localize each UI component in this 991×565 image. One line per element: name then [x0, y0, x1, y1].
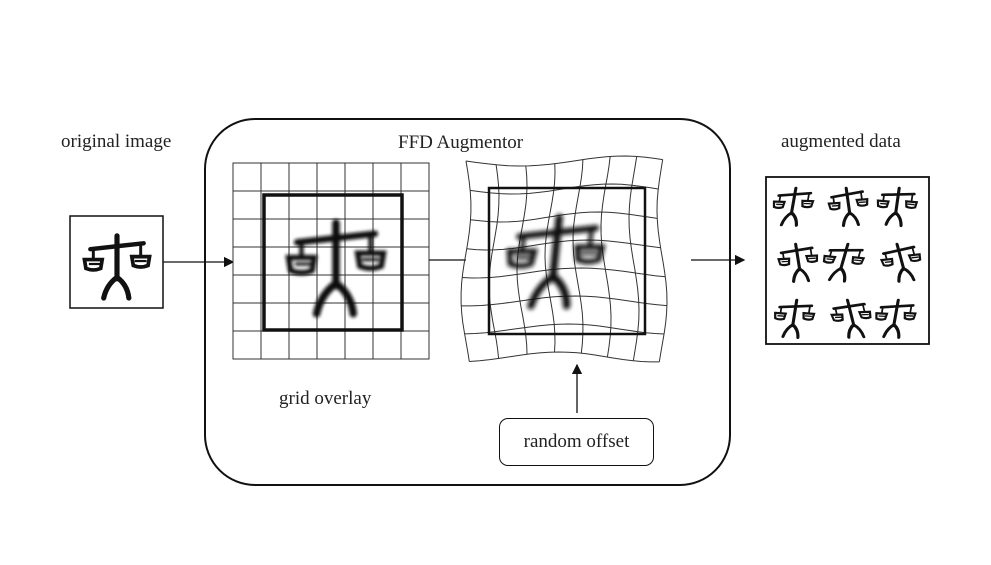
- random-offset-box: random offset: [499, 418, 654, 466]
- random-offset-label: random offset: [523, 431, 630, 452]
- deformed-grid-panel: [460, 155, 668, 363]
- ffd-augmentor-container: [204, 118, 731, 486]
- original-image-panel: [69, 215, 164, 309]
- augmented-data-panel: [765, 176, 930, 345]
- grid-overlay-panel: [232, 162, 430, 360]
- grid-overlay-label: grid overlay: [279, 388, 372, 409]
- ffd-augmentor-title: FFD Augmentor: [398, 132, 524, 153]
- original-image-label: original image: [61, 131, 172, 152]
- augmented-data-label: augmented data: [781, 131, 901, 152]
